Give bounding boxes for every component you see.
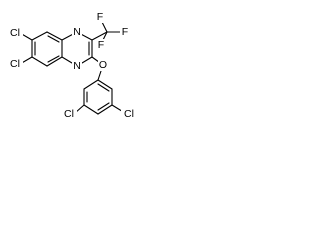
atom-label-chlorine: Cl bbox=[10, 27, 20, 39]
atom-label-oxygen: O bbox=[99, 59, 107, 71]
atom-label-chlorine: Cl bbox=[10, 58, 20, 70]
bond bbox=[46, 31, 63, 41]
atom-labels: Cl Cl N N F F F O Cl Cl bbox=[7, 11, 137, 120]
chemical-structure: Cl Cl N N F F F O Cl Cl bbox=[7, 11, 137, 120]
atom-label-fluorine: F bbox=[97, 11, 103, 23]
bond bbox=[91, 31, 108, 41]
atom-label-chlorine: Cl bbox=[124, 108, 134, 120]
bond bbox=[31, 31, 48, 41]
bond bbox=[97, 102, 110, 111]
atom-label-fluorine: F bbox=[122, 26, 128, 38]
bond bbox=[83, 79, 99, 90]
bonds bbox=[19, 17, 126, 115]
atom-label-nitrogen: N bbox=[73, 26, 81, 38]
atom-label-fluorine: F bbox=[98, 39, 104, 51]
bond bbox=[97, 79, 113, 90]
bond bbox=[47, 35, 60, 43]
bond bbox=[97, 104, 113, 115]
bond bbox=[31, 56, 48, 67]
bond bbox=[47, 55, 60, 63]
atom-label-nitrogen: N bbox=[73, 60, 81, 72]
bond bbox=[97, 83, 110, 92]
atom-label-chlorine: Cl bbox=[64, 108, 74, 120]
bond bbox=[46, 56, 63, 67]
bond bbox=[83, 104, 99, 115]
